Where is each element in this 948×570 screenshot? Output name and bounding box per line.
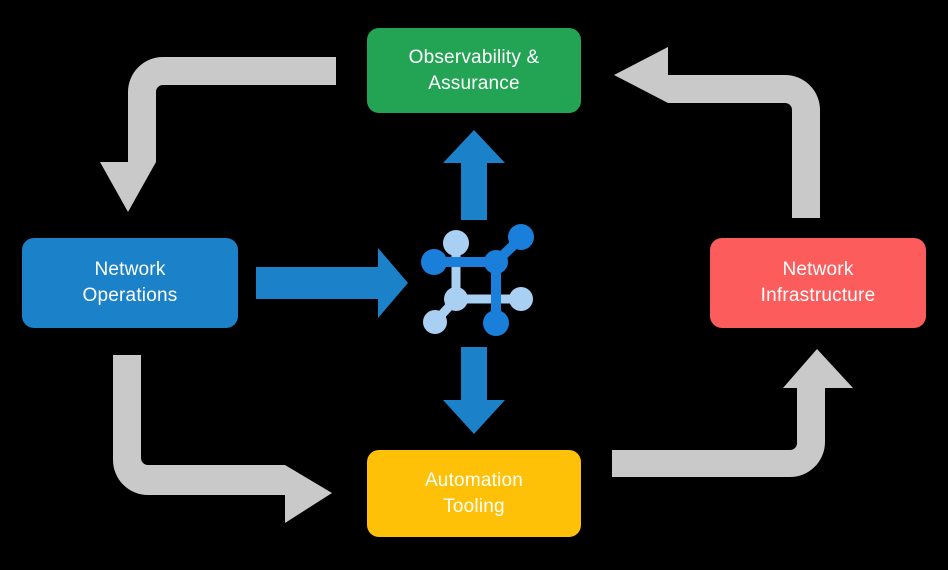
- node-automation-tooling[interactable]: Automation Tooling: [367, 450, 581, 537]
- node-network-infrastructure[interactable]: Network Infrastructure: [710, 238, 926, 328]
- arrow-center-to-automation: [443, 347, 505, 434]
- arrow-center-to-observability: [443, 130, 505, 220]
- node-network-operations[interactable]: Network Operations: [22, 238, 238, 328]
- network-topology-icon: [421, 224, 534, 336]
- arrow-operations-to-center: [256, 248, 408, 318]
- arrow-operations-to-automation: [113, 355, 332, 523]
- arrow-infrastructure-to-observability: [614, 47, 820, 218]
- arrow-observability-to-operations: [100, 57, 336, 212]
- node-observability-assurance[interactable]: Observability & Assurance: [367, 28, 581, 113]
- arrow-automation-to-infrastructure: [612, 349, 853, 477]
